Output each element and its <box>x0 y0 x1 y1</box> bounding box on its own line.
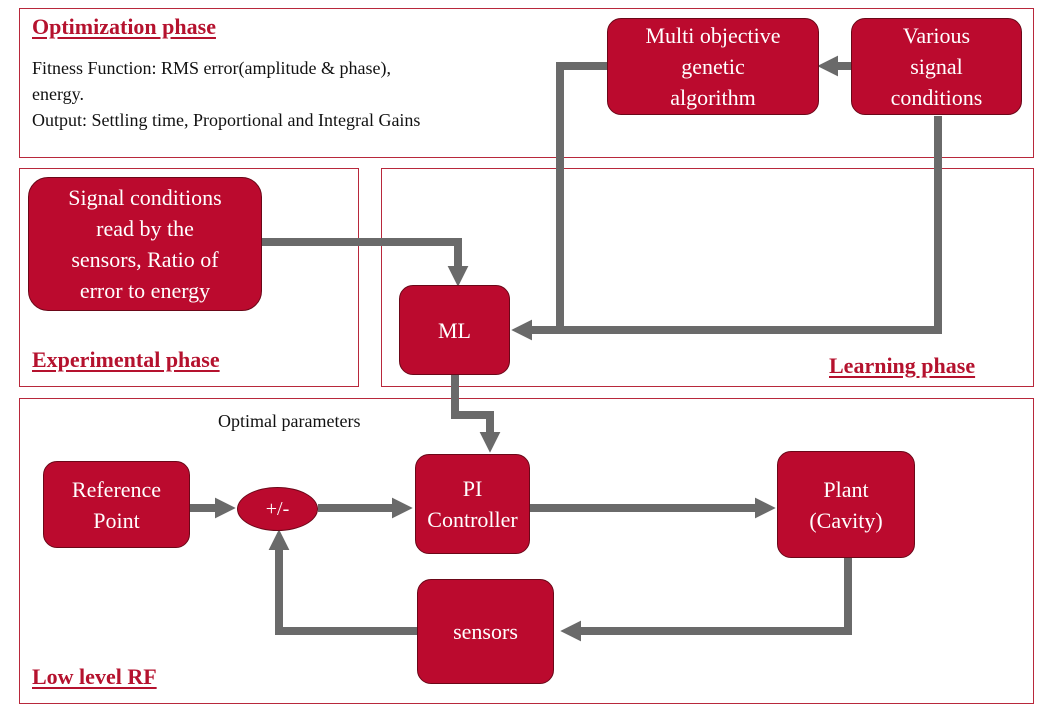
various-label-3: conditions <box>890 85 983 110</box>
moga-label-3: algorithm <box>670 85 756 110</box>
output-line: Output: Settling time, Proportional and … <box>32 110 421 130</box>
arrow-signal-conditions-to-ml <box>262 238 469 287</box>
summing-junction[interactable]: +/- <box>237 487 318 531</box>
optimization-phase-panel <box>19 8 1034 158</box>
signal-conditions-label-2: read by the <box>96 216 194 241</box>
plant-label-2: (Cavity) <box>809 507 883 533</box>
arrow-plant-to-sensors <box>560 558 852 642</box>
pi-label-1: PI <box>462 476 483 501</box>
moga-label-1: Multi objective <box>645 23 781 48</box>
pi-controller-box[interactable]: PI Controller <box>415 454 530 554</box>
signal-conditions-label-1: Signal conditions <box>68 185 222 210</box>
learning-phase-title: Learning phase <box>829 353 976 378</box>
arrow-sensors-to-sum <box>268 529 417 635</box>
arrow-moga-to-ml <box>511 62 607 341</box>
signal-conditions-label-4: error to energy <box>79 278 211 303</box>
signal-conditions-box[interactable]: Signal conditions read by the sensors, R… <box>28 177 262 311</box>
reference-label-1: Reference <box>71 476 162 502</box>
experimental-phase-title: Experimental phase <box>32 347 220 372</box>
optimization-phase-title: Optimization phase <box>32 14 216 39</box>
ml-box[interactable]: ML <box>399 285 510 375</box>
experimental-phase-panel <box>19 168 359 387</box>
fitness-function-line: Fitness Function: RMS error(amplitude & … <box>32 58 391 78</box>
arrow-various-to-ml <box>530 116 942 334</box>
various-label-2: signal <box>910 54 963 79</box>
pi-label-2: Controller <box>427 507 518 532</box>
various-label-1: Various <box>902 23 971 48</box>
low-level-rf-panel <box>19 398 1034 704</box>
fitness-function-line-cont: energy. <box>32 84 84 104</box>
various-signal-conditions-box[interactable]: Various signal conditions <box>851 18 1022 115</box>
summing-junction-label: +/- <box>265 497 290 520</box>
plant-label-1: Plant <box>823 476 869 502</box>
optimal-parameters-label: Optimal parameters <box>218 411 361 431</box>
moga-box[interactable]: Multi objective genetic algorithm <box>607 18 819 115</box>
plant-cavity-box[interactable]: Plant (Cavity) <box>777 451 915 558</box>
reference-point-box[interactable]: Reference Point <box>43 461 190 548</box>
arrow-ml-to-pi <box>451 375 501 453</box>
ml-label: ML <box>438 317 471 343</box>
signal-conditions-label-3: sensors, Ratio of <box>71 247 219 272</box>
learning-phase-panel <box>381 168 1034 387</box>
sensors-box[interactable]: sensors <box>417 579 554 684</box>
low-level-rf-title: Low level RF <box>32 664 157 689</box>
reference-label-2: Point <box>93 507 140 533</box>
moga-label-2: genetic <box>681 54 745 79</box>
sensors-label: sensors <box>453 619 518 644</box>
